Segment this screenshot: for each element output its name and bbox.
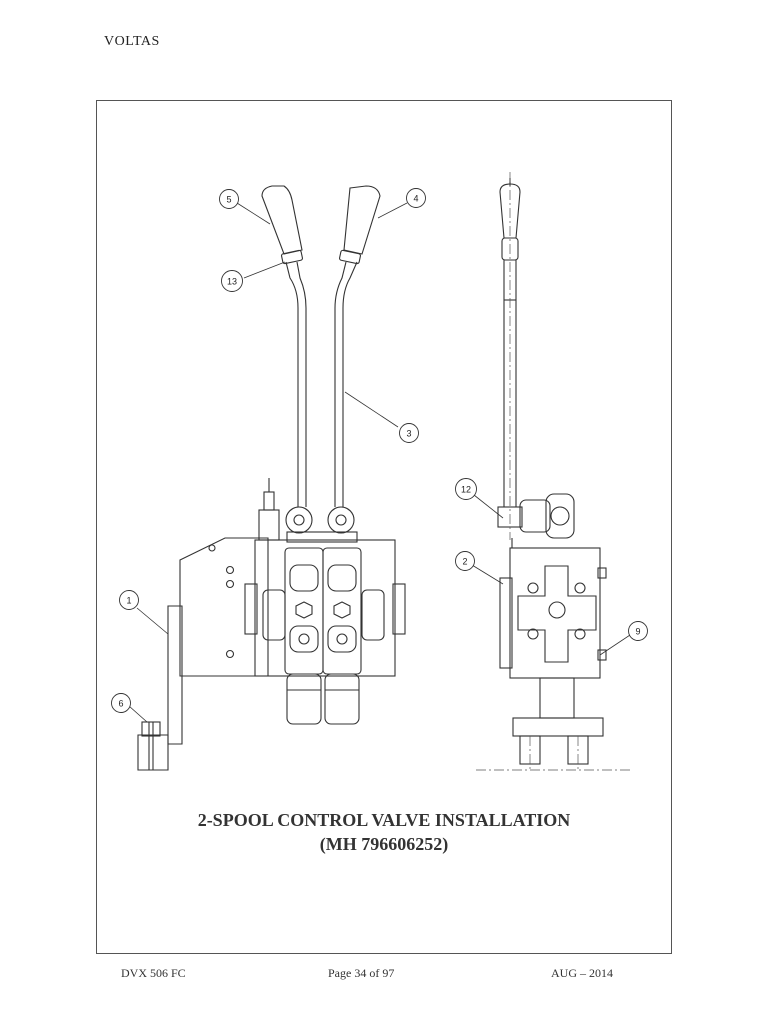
svg-text:1: 1 xyxy=(126,596,131,606)
drawing-frame xyxy=(96,100,672,954)
footer-date: AUG – 2014 xyxy=(551,966,613,980)
svg-text:12: 12 xyxy=(461,485,471,495)
valve-body xyxy=(254,539,396,677)
callout-4: 4 xyxy=(406,188,426,208)
drawing-part-number: (MH 796606252) xyxy=(319,834,449,854)
svg-text:6: 6 xyxy=(118,699,123,709)
handle-right xyxy=(343,185,381,255)
footer-model: DVX 506 FC xyxy=(121,966,186,980)
valve-body-side xyxy=(509,547,601,679)
callout-13: 13 xyxy=(221,270,243,292)
svg-text:13: 13 xyxy=(227,277,237,287)
callout-5: 5 xyxy=(219,189,239,209)
svg-text:2: 2 xyxy=(462,557,467,567)
company-header: VOLTAS xyxy=(104,34,160,49)
callout-1: 1 xyxy=(119,590,139,610)
lever-right xyxy=(334,261,347,507)
callout-6: 6 xyxy=(111,693,131,713)
lever-left xyxy=(285,261,299,507)
footer-page-number: Page 34 of 97 xyxy=(328,966,395,980)
mounting-bracket xyxy=(179,537,269,677)
drawing-title: 2-SPOOL CONTROL VALVE INSTALLATION xyxy=(197,810,571,830)
svg-text:5: 5 xyxy=(226,195,231,205)
svg-text:9: 9 xyxy=(635,627,640,637)
callout-12: 12 xyxy=(455,478,477,500)
callout-2: 2 xyxy=(455,551,475,571)
callout-3: 3 xyxy=(399,423,419,443)
callout-9: 9 xyxy=(628,621,648,641)
handle-side xyxy=(499,183,521,239)
handle-left xyxy=(261,185,303,255)
svg-text:4: 4 xyxy=(413,194,418,204)
svg-text:3: 3 xyxy=(406,429,411,439)
